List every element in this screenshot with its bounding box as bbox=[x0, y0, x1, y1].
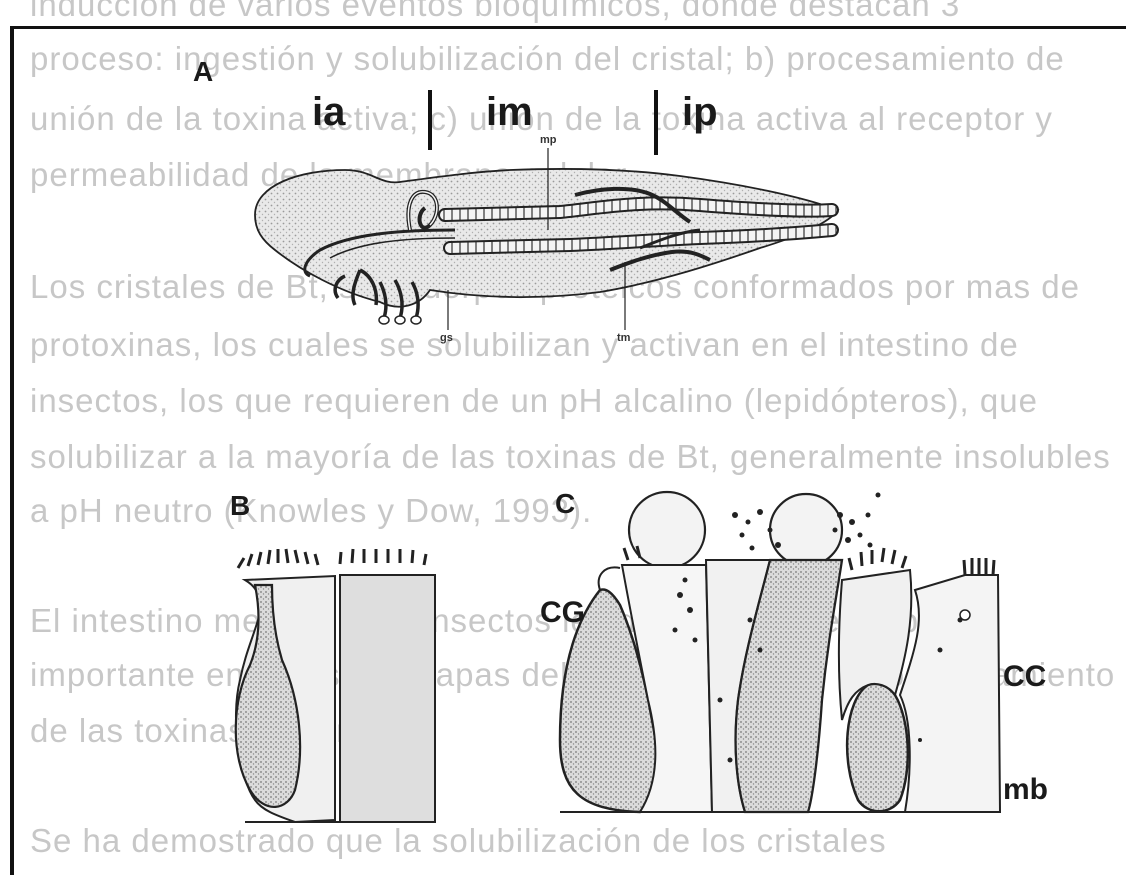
columnar-cell bbox=[340, 575, 435, 822]
region-label-ia: ia bbox=[312, 90, 345, 135]
columnar-cell-cc bbox=[900, 575, 1000, 812]
label-mp: mp bbox=[540, 134, 557, 146]
cell-label-cg: CG bbox=[540, 596, 585, 630]
region-label-ip: ip bbox=[682, 90, 718, 135]
panel-b-cells bbox=[236, 549, 435, 822]
label-gs: gs bbox=[440, 332, 453, 344]
cell-label-mb: mb bbox=[1003, 773, 1048, 807]
panel-c-cells bbox=[560, 492, 1000, 812]
panel-label-b: B bbox=[230, 490, 250, 522]
region-label-im: im bbox=[486, 90, 533, 135]
goblet-cell bbox=[847, 684, 908, 811]
label-tm: tm bbox=[617, 332, 630, 344]
cell-label-cc: CC bbox=[1003, 660, 1046, 694]
microvilli bbox=[238, 549, 426, 568]
apical-bulge bbox=[770, 494, 842, 566]
panel-label-a: A bbox=[193, 56, 213, 88]
panel-label-c: C bbox=[555, 488, 575, 520]
